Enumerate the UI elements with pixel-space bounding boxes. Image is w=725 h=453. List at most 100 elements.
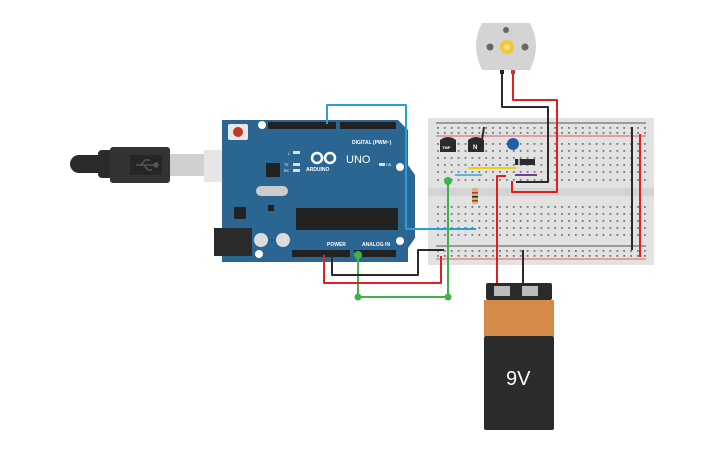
breadboard-hole[interactable]: [644, 213, 646, 215]
breadboard-hole[interactable]: [471, 127, 474, 129]
breadboard-hole[interactable]: [623, 206, 626, 208]
breadboard-hole[interactable]: [540, 127, 543, 129]
breadboard-hole[interactable]: [519, 227, 522, 229]
breadboard-hole[interactable]: [602, 164, 605, 166]
breadboard-hole[interactable]: [588, 250, 591, 252]
breadboard-hole[interactable]: [581, 255, 584, 257]
breadboard-hole[interactable]: [471, 220, 474, 222]
breadboard-hole[interactable]: [602, 213, 605, 215]
breadboard-hole[interactable]: [602, 220, 605, 222]
breadboard-hole[interactable]: [540, 143, 543, 145]
breadboard-hole[interactable]: [499, 234, 501, 236]
breadboard-hole[interactable]: [533, 234, 536, 236]
breadboard-hole[interactable]: [540, 164, 543, 166]
breadboard-hole[interactable]: [540, 132, 543, 134]
breadboard-hole[interactable]: [595, 143, 598, 145]
breadboard-hole[interactable]: [568, 234, 570, 236]
breadboard-hole[interactable]: [568, 171, 570, 173]
breadboard-hole[interactable]: [637, 255, 639, 257]
breadboard-hole[interactable]: [561, 213, 563, 215]
breadboard-hole[interactable]: [616, 179, 619, 181]
breadboard-hole[interactable]: [616, 127, 619, 129]
breadboard-hole[interactable]: [554, 150, 557, 152]
breadboard-hole[interactable]: [602, 255, 605, 257]
wire-joint-green[interactable]: [444, 177, 452, 185]
breadboard-hole[interactable]: [478, 213, 481, 215]
breadboard-hole[interactable]: [637, 150, 639, 152]
breadboard-hole[interactable]: [547, 250, 550, 252]
breadboard-hole[interactable]: [437, 150, 439, 152]
breadboard-hole[interactable]: [478, 206, 481, 208]
breadboard-hole[interactable]: [437, 206, 439, 208]
breadboard-hole[interactable]: [485, 132, 488, 134]
breadboard-hole[interactable]: [506, 150, 508, 152]
breadboard-hole[interactable]: [450, 213, 453, 215]
breadboard-hole[interactable]: [533, 227, 536, 229]
breadboard-hole[interactable]: [561, 164, 563, 166]
breadboard-hole[interactable]: [512, 250, 515, 252]
breadboard-hole[interactable]: [581, 213, 584, 215]
breadboard-hole[interactable]: [443, 132, 446, 134]
breadboard-hole[interactable]: [575, 206, 577, 208]
breadboard-hole[interactable]: [630, 250, 632, 252]
breadboard-hole[interactable]: [533, 171, 536, 173]
breadboard-hole[interactable]: [485, 150, 488, 152]
breadboard-hole[interactable]: [464, 250, 467, 252]
breadboard-hole[interactable]: [506, 143, 508, 145]
breadboard-hole[interactable]: [623, 179, 626, 181]
usb-cable[interactable]: [70, 147, 232, 183]
breadboard-hole[interactable]: [519, 143, 522, 145]
breadboard-hole[interactable]: [602, 250, 605, 252]
breadboard-hole[interactable]: [561, 255, 563, 257]
breadboard-hole[interactable]: [568, 255, 570, 257]
breadboard-hole[interactable]: [457, 220, 460, 222]
breadboard-hole[interactable]: [457, 143, 460, 145]
breadboard-hole[interactable]: [623, 250, 626, 252]
breadboard-hole[interactable]: [512, 164, 515, 166]
breadboard-hole[interactable]: [602, 227, 605, 229]
breadboard-hole[interactable]: [588, 227, 591, 229]
breadboard-hole[interactable]: [506, 164, 508, 166]
breadboard-hole[interactable]: [575, 157, 577, 159]
breadboard-hole[interactable]: [561, 227, 563, 229]
breadboard-hole[interactable]: [554, 206, 557, 208]
breadboard-hole[interactable]: [602, 171, 605, 173]
breadboard-hole[interactable]: [588, 132, 591, 134]
breadboard-hole[interactable]: [609, 220, 612, 222]
breadboard-hole[interactable]: [526, 179, 529, 181]
breadboard-hole[interactable]: [526, 227, 529, 229]
breadboard-hole[interactable]: [533, 206, 536, 208]
breadboard-hole[interactable]: [609, 227, 612, 229]
breadboard-hole[interactable]: [471, 227, 474, 229]
breadboard-hole[interactable]: [443, 255, 446, 257]
breadboard-hole[interactable]: [512, 150, 515, 152]
breadboard-hole[interactable]: [471, 255, 474, 257]
breadboard-hole[interactable]: [637, 171, 639, 173]
breadboard-hole[interactable]: [512, 206, 515, 208]
breadboard-hole[interactable]: [457, 227, 460, 229]
breadboard-hole[interactable]: [595, 250, 598, 252]
breadboard-hole[interactable]: [464, 171, 467, 173]
breadboard-hole[interactable]: [637, 206, 639, 208]
breadboard-hole[interactable]: [554, 164, 557, 166]
breadboard-hole[interactable]: [506, 206, 508, 208]
breadboard-hole[interactable]: [533, 143, 536, 145]
breadboard-hole[interactable]: [644, 227, 646, 229]
breadboard-hole[interactable]: [526, 127, 529, 129]
breadboard-hole[interactable]: [499, 250, 501, 252]
breadboard-hole[interactable]: [457, 234, 460, 236]
breadboard-hole[interactable]: [637, 234, 639, 236]
breadboard-hole[interactable]: [471, 164, 474, 166]
breadboard-hole[interactable]: [499, 227, 501, 229]
wire-battery-red[interactable]: [496, 175, 506, 290]
breadboard-hole[interactable]: [595, 157, 598, 159]
breadboard-hole[interactable]: [623, 127, 626, 129]
breadboard-hole[interactable]: [492, 220, 494, 222]
breadboard-hole[interactable]: [588, 255, 591, 257]
breadboard-hole[interactable]: [575, 234, 577, 236]
breadboard-hole[interactable]: [526, 250, 529, 252]
breadboard-hole[interactable]: [492, 255, 494, 257]
breadboard-hole[interactable]: [575, 213, 577, 215]
breadboard-hole[interactable]: [575, 220, 577, 222]
breadboard-hole[interactable]: [450, 250, 453, 252]
